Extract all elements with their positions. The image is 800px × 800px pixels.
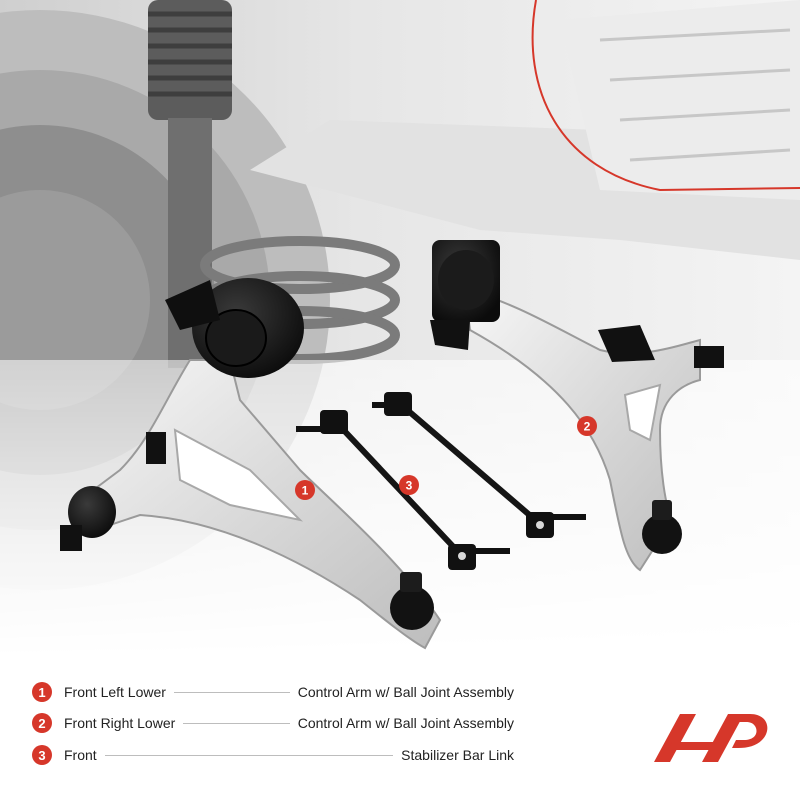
left-lower-control-arm (60, 278, 442, 650)
legend-item: 2 Front Right Lower Control Arm w/ Ball … (32, 711, 514, 735)
marker-3: 3 (399, 475, 419, 495)
marker-2-number: 2 (584, 420, 591, 434)
marker-3-badge (399, 475, 419, 495)
marker-2: 2 (577, 416, 597, 436)
legend-number-badge: 1 (32, 682, 52, 702)
legend-right-label: Stabilizer Bar Link (401, 747, 514, 763)
legend-item: 1 Front Left Lower Control Arm w/ Ball J… (32, 680, 514, 704)
legend-left-label: Front (64, 747, 97, 763)
marker-3-number: 3 (406, 479, 413, 493)
legend-right-label: Control Arm w/ Ball Joint Assembly (297, 684, 514, 700)
legend-item: 3 Front Stabilizer Bar Link (32, 743, 514, 767)
legend-number-badge: 2 (32, 713, 52, 733)
marker-1-badge (295, 480, 315, 500)
leader-line (183, 722, 290, 724)
background-vehicle-photo (0, 0, 800, 660)
legend-left-label: Front Right Lower (64, 715, 176, 731)
marker-2-badge (577, 416, 597, 436)
legend-number-badge: 3 (32, 745, 52, 765)
leader-line (104, 754, 394, 756)
right-lower-control-arm (430, 240, 724, 572)
stabilizer-bar-links (296, 392, 586, 570)
legend-right-label: Control Arm w/ Ball Joint Assembly (297, 715, 514, 731)
suspension-scene: 1 2 3 (0, 0, 800, 660)
a-premium-logo-icon (654, 714, 768, 762)
legend-left-label: Front Left Lower (64, 684, 166, 700)
parts-legend: 1 Front Left Lower Control Arm w/ Ball J… (0, 670, 800, 790)
marker-1: 1 (295, 480, 315, 500)
marker-1-number: 1 (302, 484, 309, 498)
leader-line (173, 691, 290, 693)
